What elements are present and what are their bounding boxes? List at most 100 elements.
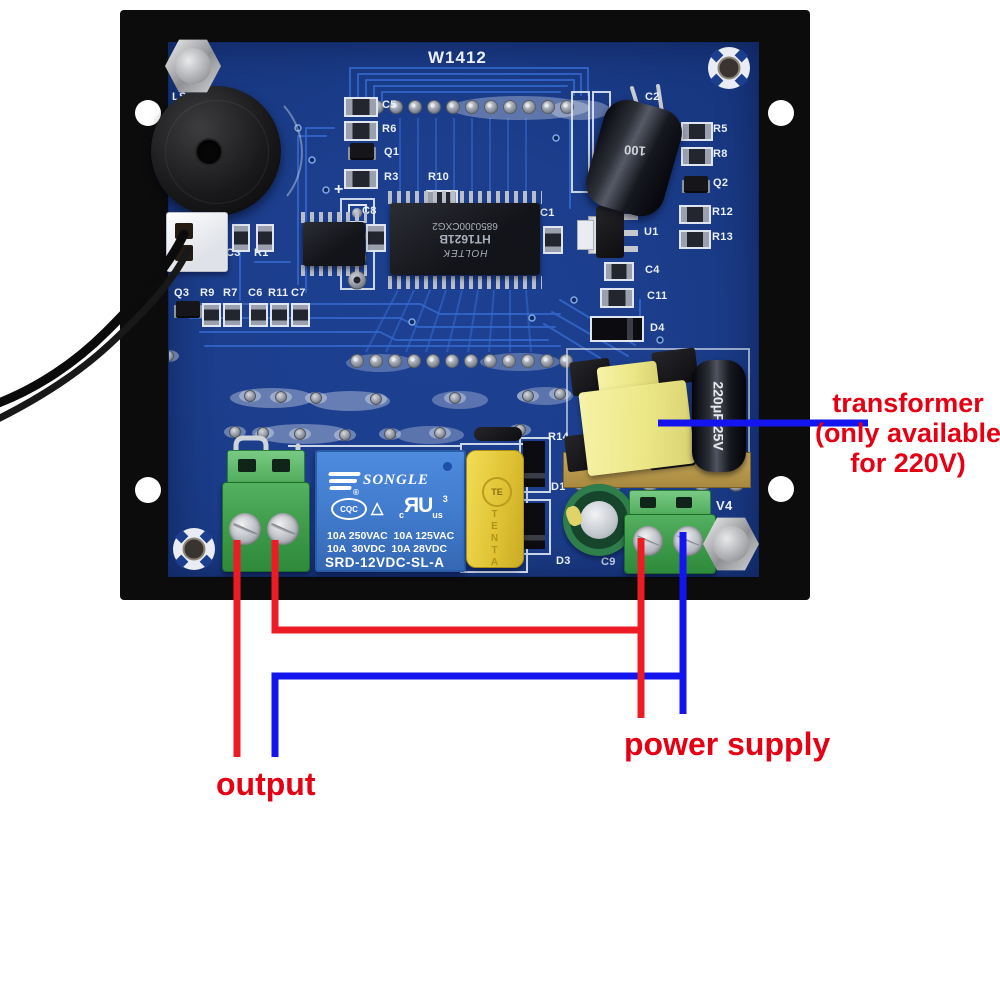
mount-screw-top-left-head	[175, 48, 211, 84]
cqc-text: CQC	[340, 504, 358, 514]
silk-label-c3: C3	[226, 247, 241, 259]
u1-pin	[624, 230, 638, 236]
output-terminal-screw-1	[229, 513, 261, 545]
silk-label-c6: C6	[248, 287, 263, 299]
silk-label-q3: Q3	[174, 287, 190, 299]
power-terminal-screw-2	[673, 526, 703, 556]
ic-pins-top	[388, 191, 542, 204]
relay-registered-mark: ®	[353, 488, 359, 497]
capacitor-c9-top	[580, 501, 618, 539]
silk-label-r12: R12	[712, 206, 734, 218]
soic-pins-bottom	[301, 265, 367, 276]
diode-d4	[590, 316, 644, 342]
ic-soic16	[303, 222, 365, 266]
blue-annotation-lines	[271, 419, 868, 757]
jumper-component	[474, 427, 522, 441]
silk-label-r13: R13	[712, 231, 734, 243]
relay: SONGLE ® CQC △ cЯUus3 10A 250VAC 10A 125…	[315, 450, 466, 572]
silk-label-c2: C2	[645, 91, 660, 103]
ul-number: 3	[442, 494, 448, 504]
mount-screw-bottom-right-head	[713, 526, 749, 562]
relay-model: SRD-12VDC-SL-A	[325, 555, 445, 570]
panel-hole-top-right	[768, 100, 794, 126]
silk-label-r11: R11	[268, 287, 289, 299]
sensor-cable	[0, 229, 192, 422]
silk-label-c11: C11	[647, 290, 668, 302]
output-terminal-screw-2	[267, 513, 299, 545]
buzzer-ring	[165, 100, 269, 204]
ul-symbol: ЯU	[404, 494, 433, 517]
silk-label-r3: R3	[384, 171, 399, 183]
output-label: output	[216, 766, 316, 802]
ccc-triangle-mark: △	[371, 500, 384, 517]
silk-label-c8: C8	[362, 205, 377, 217]
silk-label-r9: R9	[200, 287, 215, 299]
resistor-r9	[202, 303, 221, 327]
u1-tab-pad	[577, 220, 594, 250]
capacitor-c1	[543, 226, 563, 254]
resistor-r13	[679, 230, 711, 249]
ic-ht1621b: HOLTEK HT1621B 6850J00CXG2	[390, 203, 540, 275]
capacitor-c7	[291, 303, 310, 327]
silk-label-q2: Q2	[713, 177, 729, 189]
capacitor-c11	[600, 288, 634, 308]
ul-mark: cЯUus3	[399, 494, 448, 520]
silk-label-c5: C5	[382, 99, 397, 111]
regulator-u1	[596, 206, 624, 258]
silk-label-v4: V4	[716, 498, 733, 513]
soic-pins-top	[301, 212, 367, 223]
buzzer	[151, 86, 281, 216]
silk-label-c1: C1	[540, 207, 555, 219]
output-terminal-top	[227, 450, 305, 488]
resistor-r7	[223, 303, 242, 327]
capacitor-c3	[232, 224, 250, 252]
transistor-q2	[684, 176, 708, 191]
silk-label-c7: C7	[291, 287, 306, 299]
power-supply-blue-route	[271, 672, 683, 757]
fuse-logo-text: TE	[491, 487, 503, 497]
capacitor-c4	[604, 262, 634, 281]
ic-pins-bottom	[388, 276, 542, 289]
panel-hole-bottom-right	[768, 476, 794, 502]
cqc-mark: CQC	[331, 498, 367, 520]
capacitor-c6	[249, 303, 268, 327]
silk-label-r6: R6	[382, 123, 397, 135]
output-red-route	[271, 540, 641, 634]
silk-label-q1: Q1	[384, 146, 400, 158]
resistor-r1	[256, 224, 274, 252]
silk-label-c4: C4	[645, 264, 660, 276]
resistor-r11	[270, 303, 289, 327]
diode-r14	[523, 441, 545, 487]
capacitor-c9-green	[563, 484, 635, 556]
fuse-tenta: TE TENTA	[466, 450, 524, 569]
silk-label-r10: R10	[428, 171, 450, 183]
transformer-callout-line2: (only available	[814, 418, 1000, 448]
fuse-brand-text: TENTA	[489, 509, 500, 569]
transformer-callout: transformer (only available for 220V)	[810, 388, 1000, 478]
u1-pin	[624, 246, 638, 252]
red-annotation-lines	[233, 538, 645, 757]
silk-label-d3: D3	[556, 555, 571, 567]
silk-label-d4: D4	[650, 322, 665, 334]
transformer-callout-line1: transformer	[832, 388, 984, 418]
resistor-r12	[679, 205, 711, 224]
relay-rating-1: 10A 250VAC 10A 125VAC	[327, 530, 455, 542]
u1-pin	[624, 214, 638, 220]
silk-label-r8: R8	[713, 148, 728, 160]
ul-prefix: c	[399, 510, 405, 520]
silk-label-u1: U1	[644, 226, 659, 238]
power-supply-label: power supply	[624, 726, 831, 762]
silk-label-r7: R7	[223, 287, 238, 299]
transistor-q1	[350, 143, 374, 158]
resistor-r8	[681, 147, 713, 166]
capacitor-c8	[366, 224, 386, 252]
resistor-r3	[344, 169, 378, 189]
fuse-logo: TE	[482, 477, 512, 507]
resistor-r6	[344, 121, 378, 141]
silk-label-d1: D1	[551, 481, 566, 493]
silk-label-r5: R5	[713, 123, 728, 135]
transformer-callout-line3: for 220V)	[850, 448, 966, 478]
silk-label-model: W1412	[428, 48, 487, 67]
